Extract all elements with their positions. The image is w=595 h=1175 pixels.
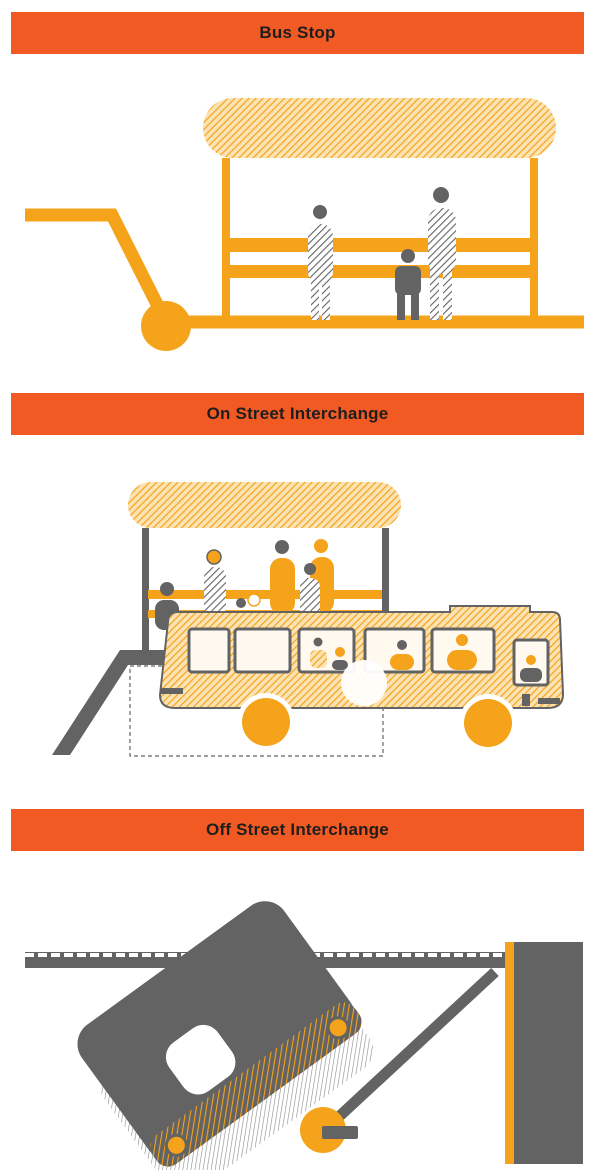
child-icon: [395, 249, 421, 320]
shelter-post-right: [530, 158, 538, 322]
person-icon: [204, 549, 226, 617]
bus-top-view: [77, 901, 362, 1167]
section-banner-off-street-interchange: Off Street Interchange: [11, 809, 584, 851]
terminal-edge: [505, 942, 514, 1164]
section-title: Bus Stop: [259, 23, 336, 42]
passenger-icon: [313, 637, 323, 647]
bus-window: [233, 627, 292, 674]
shelter-post-left: [222, 158, 230, 322]
passenger-icon: [526, 655, 536, 665]
person-icon: [428, 187, 456, 320]
kerb-line: [25, 208, 584, 329]
section-title: On Street Interchange: [206, 404, 389, 423]
stop-marker: [141, 301, 191, 351]
section-banner-bus-stop: Bus Stop: [11, 12, 584, 54]
walkway-arm: [326, 967, 499, 1130]
off-street-interchange-illustration: [25, 901, 583, 1170]
passenger-icon: [456, 634, 468, 646]
bus-door-spot: [341, 660, 387, 706]
bus-stop-illustration: [25, 98, 584, 351]
shelter-rail-top: [228, 238, 530, 252]
person-icon: [300, 563, 320, 620]
person-icon: [270, 540, 295, 614]
bus-light: [522, 694, 530, 706]
bus-bumper: [538, 698, 560, 704]
platform-kerb: [52, 650, 168, 755]
section-banner-on-street-interchange: On Street Interchange: [11, 393, 584, 435]
shelter-roof: [128, 482, 401, 528]
shelter-post-left: [142, 528, 149, 650]
bus-wheel: [164, 1133, 188, 1157]
section-title: Off Street Interchange: [206, 820, 389, 839]
passenger-icon: [397, 640, 407, 650]
shelter-roof: [203, 98, 556, 158]
bus-wheel: [326, 1016, 350, 1040]
shelter-post-right: [382, 528, 389, 628]
terminal-building: [505, 942, 583, 1164]
on-street-interchange-illustration: [52, 482, 565, 757]
bus-wheel: [464, 699, 512, 747]
child-icon: [236, 593, 261, 608]
passenger-icon: [335, 647, 345, 657]
bus-window: [187, 627, 231, 674]
shelter-rail: [148, 590, 382, 599]
bus-bumper: [161, 688, 183, 694]
shelter-rail-bottom: [228, 265, 530, 278]
bus-wheel: [242, 698, 290, 746]
person-icon: [308, 205, 333, 320]
